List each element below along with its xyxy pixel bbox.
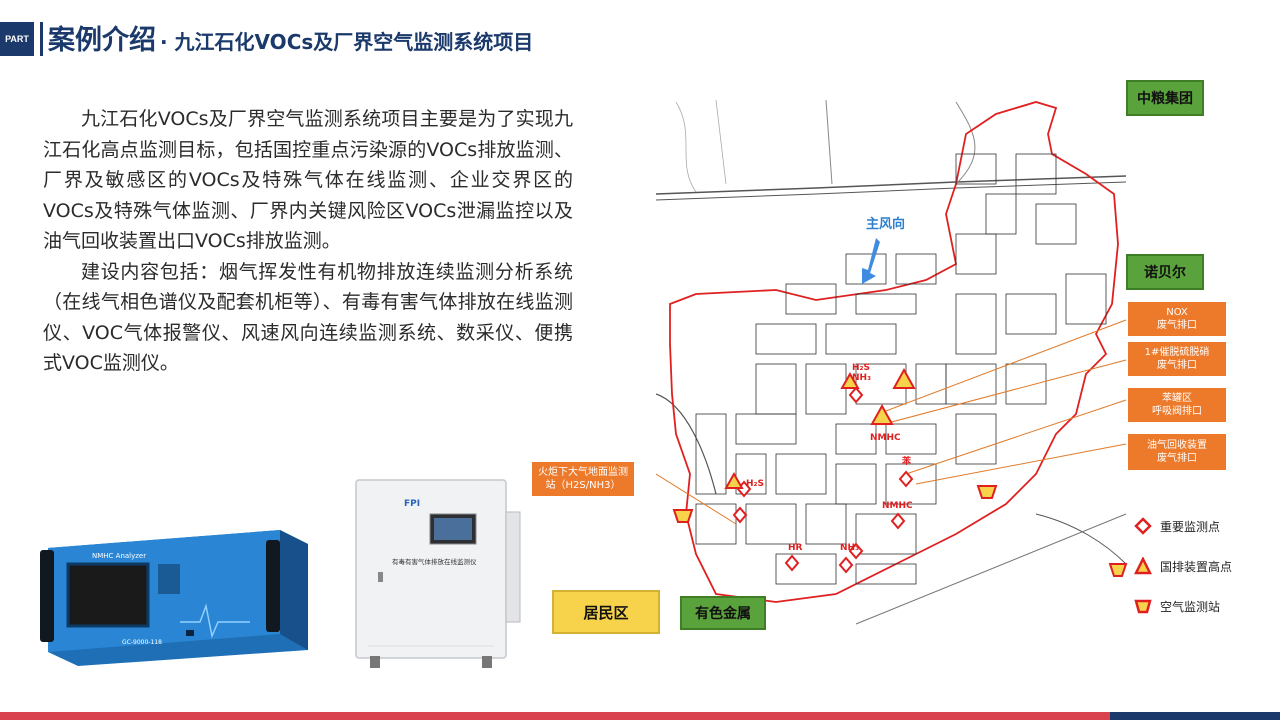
body-text: 九江石化VOCs及厂界空气监测系统项目主要是为了实现九江石化高点监测目标，包括国…	[43, 104, 573, 379]
marker-text: H₂S	[746, 479, 764, 489]
marker-text: 苯	[901, 455, 912, 467]
monitoring-point-marker	[898, 470, 914, 488]
callout-line2: 废气排口	[1157, 453, 1197, 464]
diamond-icon	[1134, 517, 1152, 535]
callout-desulfurization: 1#催脱硫脱硝 废气排口	[1128, 342, 1226, 376]
callout-vapor-recovery: 油气回收装置 废气排口	[1128, 434, 1226, 470]
footer-bar-blue	[1110, 712, 1280, 720]
callout-line2: 废气排口	[1157, 360, 1197, 371]
marker-text: H₂S	[852, 363, 870, 373]
air-station-marker	[672, 509, 694, 523]
emission-stack-marker	[724, 471, 744, 489]
callout-flare-station: 火炬下大气地面监测 站（H2S/NH3）	[532, 462, 634, 496]
emission-stack-marker	[892, 367, 916, 389]
callout-nox: NOX 废气排口	[1128, 302, 1226, 336]
emission-stack-marker	[870, 403, 894, 425]
legend-item: 空气监测站	[1134, 586, 1232, 626]
callout-benzene-tank: 苯罐区 呼吸阀排口	[1128, 388, 1226, 422]
triangle-icon	[1134, 557, 1152, 575]
air-station-marker	[1108, 563, 1128, 577]
monitoring-point-marker	[890, 512, 906, 530]
trapezoid-icon	[1134, 599, 1152, 614]
plant-layout-map: 主风向 H₂S NH₃ NMHC 苯 H₂S NMHC	[656, 94, 1128, 646]
callout-line1: 苯罐区	[1162, 393, 1192, 404]
monitoring-point-marker	[848, 542, 864, 560]
legend-label: 空气监测站	[1160, 599, 1221, 614]
page-title: 案例介绍· 九江石化VOCs及厂界空气监测系统项目	[48, 18, 533, 57]
legend-label: 国排装置高点	[1160, 559, 1233, 574]
emission-stack-marker	[840, 371, 860, 389]
callout-line1: 油气回收装置	[1147, 440, 1207, 451]
svg-text:FPI: FPI	[404, 499, 420, 509]
wind-direction-label: 主风向	[866, 216, 905, 232]
label-zhongliang: 中粮集团	[1126, 80, 1204, 116]
analyzer-name: NMHC Analyzer	[92, 552, 146, 560]
label-juminqu: 居民区	[552, 590, 660, 634]
callout-line1: NOX	[1166, 307, 1188, 318]
title-divider	[40, 22, 43, 56]
monitoring-point-marker	[848, 386, 864, 404]
callout-line2: 废气排口	[1157, 320, 1197, 331]
nmhc-analyzer-image: NMHC Analyzer GC-9000-118	[40, 530, 308, 666]
analyzer-model: GC-9000-118	[122, 639, 162, 646]
legend-item: 国排装置高点	[1134, 546, 1232, 586]
legend-item: 重要监测点	[1134, 506, 1232, 546]
title-sub: · 九江石化VOCs及厂界空气监测系统项目	[160, 30, 534, 54]
legend-label: 重要监测点	[1160, 519, 1221, 534]
marker-text: NMHC	[870, 433, 901, 443]
callout-line2: 站（H2S/NH3）	[545, 480, 621, 491]
callout-line2: 呼吸阀排口	[1152, 406, 1202, 417]
wind-arrow-icon	[862, 238, 880, 284]
marker-text: NH₃	[852, 373, 871, 383]
callout-line1: 火炬下大气地面监测	[538, 467, 628, 478]
callout-line1: 1#催脱硫脱硝	[1144, 347, 1210, 358]
air-station-marker	[976, 485, 998, 499]
paragraph-intro: 九江石化VOCs及厂界空气监测系统项目主要是为了实现九江石化高点监测目标，包括国…	[43, 108, 573, 252]
label-nuobeier: 诺贝尔	[1126, 254, 1204, 290]
marker-text: NMHC	[882, 501, 913, 511]
monitoring-point-marker	[732, 506, 748, 524]
monitoring-point-marker	[784, 554, 800, 572]
marker-text: HR	[788, 543, 803, 553]
title-main: 案例介绍	[48, 25, 156, 56]
cabinet-label: 有毒有害气体排放在线监测仪	[392, 557, 477, 566]
paragraph-scope: 建设内容包括：烟气挥发性有机物排放连续监测分析系统（在线气相色谱仪及配套机柜等）…	[43, 260, 573, 375]
footer-bar-red	[0, 712, 1110, 720]
marker-text: NH₃	[840, 543, 859, 553]
part-tag: PART	[0, 22, 34, 56]
label-youse: 有色金属	[680, 596, 766, 630]
toxic-gas-monitor-image: FPI 有毒有害气体排放在线监测仪	[355, 479, 521, 668]
monitoring-point-marker	[838, 556, 854, 574]
map-legend: 重要监测点 国排装置高点 空气监测站	[1134, 506, 1232, 626]
